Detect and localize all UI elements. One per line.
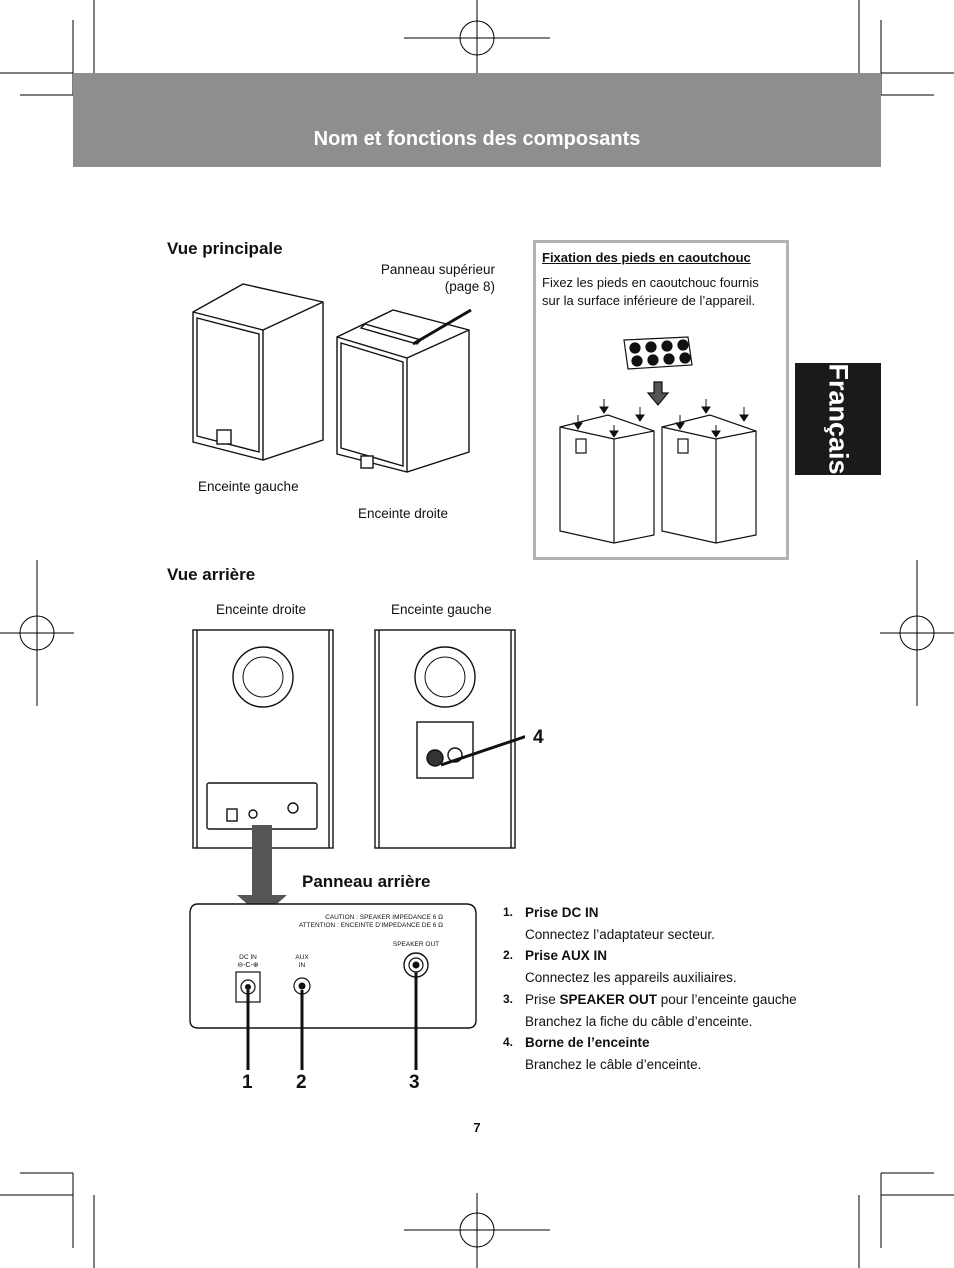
top-panel-label: Panneau supérieur (page 8): [360, 261, 495, 295]
list-item: 4. Borne de l’enceinte Branchez le câble…: [503, 1032, 803, 1075]
item-number: 3.: [503, 991, 514, 1006]
item-title: Prise DC IN: [525, 905, 599, 920]
rear-left-speaker-label: Enceinte gauche: [391, 602, 492, 617]
polarity-symbol: ⊖-C-⊕: [237, 962, 259, 969]
rubber-feet-note-title: Fixation des pieds en caoutchouc: [542, 250, 751, 265]
rear-speakers-illustration: [192, 629, 525, 915]
rear-view-title: Vue arrière: [167, 565, 256, 584]
caution-text-2: ATTENTION : ENCEINTE D’IMPEDANCE DE 6 Ω: [299, 922, 443, 929]
list-item: 1. Prise DC IN Connectez l’adaptateur se…: [503, 902, 803, 945]
rear-right-speaker-label: Enceinte droite: [216, 602, 307, 617]
callout-1: 1: [242, 1072, 253, 1093]
item-description: Connectez les appareils auxiliaires.: [525, 970, 737, 986]
component-list: 1. Prise DC IN Connectez l’adaptateur se…: [503, 902, 803, 1076]
top-panel-label-line2: (page 8): [444, 279, 495, 294]
rubber-feet-note-body: Fixez les pieds en caoutchouc fournis su…: [542, 275, 759, 308]
header-bar: [73, 73, 881, 167]
callout-3: 3: [409, 1072, 420, 1093]
item-number: 1.: [503, 905, 514, 919]
language-tab: Français: [795, 363, 881, 475]
item-number: 2.: [503, 948, 514, 963]
aux-label-2: IN: [299, 962, 306, 969]
caution-text-1: CAUTION : SPEAKER IMPEDANCE 6 Ω: [325, 914, 443, 921]
item-description: Branchez le câble d’enceinte.: [525, 1056, 702, 1072]
list-item: 3. Prise SPEAKER OUT pour l’enceinte gau…: [503, 989, 803, 1032]
main-right-speaker-label: Enceinte droite: [358, 506, 449, 521]
dc-in-label: DC IN: [239, 954, 257, 961]
item-suffix: pour l’enceinte gauche: [657, 991, 797, 1007]
item-title: SPEAKER OUT: [559, 991, 658, 1007]
front-speakers-illustration: [192, 283, 472, 473]
rear-panel-title: Panneau arrière: [302, 872, 431, 891]
aux-label-1: AUX: [295, 954, 309, 961]
item-title: Borne de l’enceinte: [525, 1035, 650, 1051]
callout-4: 4: [533, 727, 544, 748]
speaker-out-label: SPEAKER OUT: [393, 941, 439, 948]
item-title: Prise AUX IN: [525, 948, 608, 964]
rear-panel-illustration: CAUTION : SPEAKER IMPEDANCE 6 Ω ATTENTIO…: [189, 903, 477, 1070]
item-prefix: Prise: [525, 991, 560, 1007]
item-number: 4.: [503, 1035, 514, 1050]
language-tab-label: Français: [823, 363, 854, 475]
main-view-title: Vue principale: [167, 239, 283, 258]
main-left-speaker-label: Enceinte gauche: [198, 479, 299, 494]
item-description: Connectez l’adaptateur secteur.: [525, 926, 715, 942]
page-number: 7: [473, 1120, 481, 1135]
callout-2: 2: [296, 1072, 307, 1093]
top-panel-label-line1: Panneau supérieur: [380, 262, 495, 277]
item-description: Branchez la fiche du câble d’enceinte.: [525, 1013, 753, 1029]
rubber-feet-illustration: [559, 336, 757, 544]
list-item: 2. Prise AUX IN Connectez les appareils …: [503, 945, 803, 988]
page-title: Nom et fonctions des composants: [313, 128, 641, 150]
